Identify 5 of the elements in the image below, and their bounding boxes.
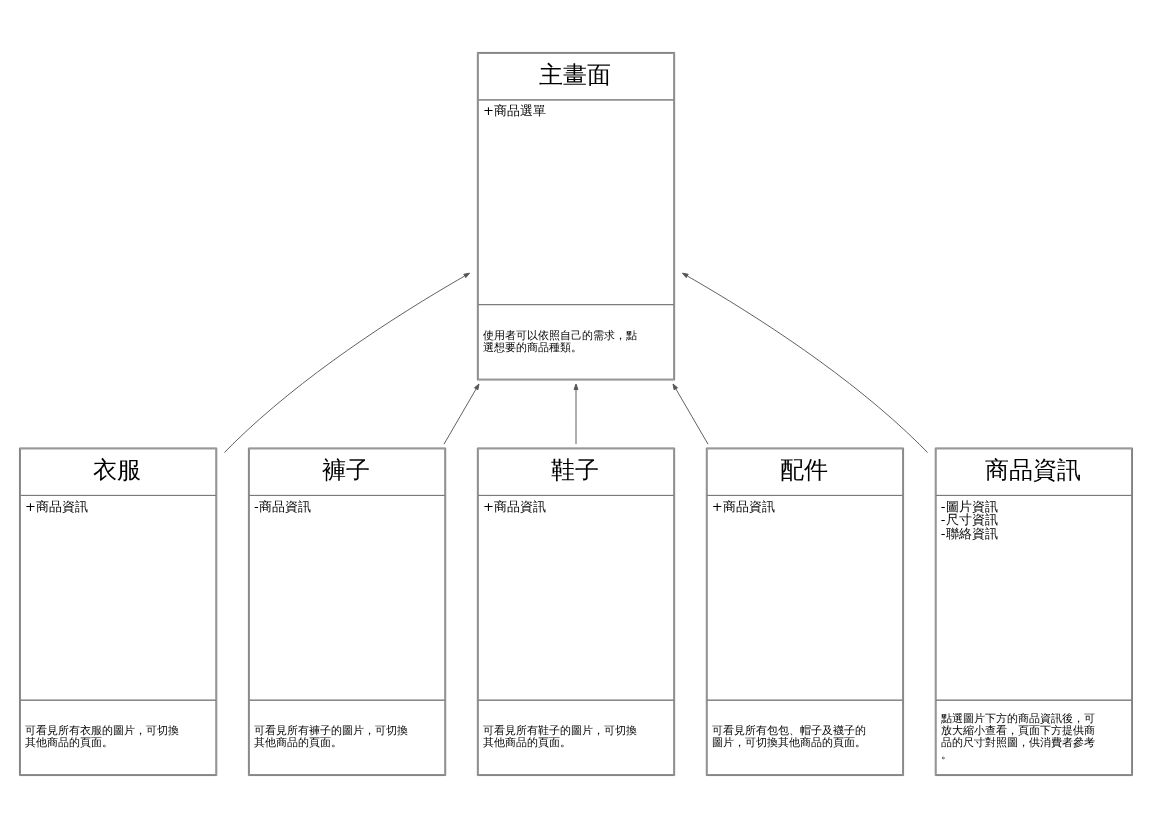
arrow	[672, 383, 709, 445]
arrow	[681, 272, 929, 454]
arrow	[573, 383, 579, 445]
arrow	[443, 383, 480, 445]
arrow	[223, 272, 471, 454]
